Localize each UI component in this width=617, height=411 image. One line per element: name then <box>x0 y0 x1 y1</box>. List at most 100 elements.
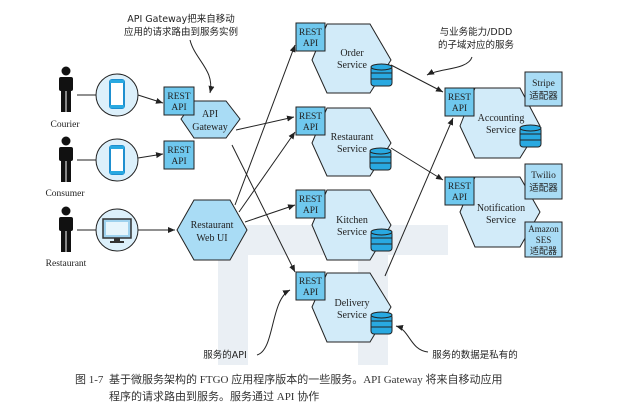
svg-text:Service: Service <box>337 227 368 238</box>
annotation-arrows <box>189 39 473 356</box>
svg-text:Service: Service <box>337 144 368 155</box>
svg-text:API: API <box>171 103 186 113</box>
svg-text:Amazon: Amazon <box>528 224 559 234</box>
actor-restaurant-icon <box>59 206 73 252</box>
svg-text:REST: REST <box>167 146 190 156</box>
svg-text:REST: REST <box>299 277 322 287</box>
monitor-icon <box>102 218 132 243</box>
svg-text:API: API <box>303 123 318 133</box>
rest-api-box <box>295 189 326 219</box>
svg-text:Web UI: Web UI <box>196 233 227 244</box>
svg-text:适配器: 适配器 <box>529 91 558 102</box>
restaurant-web-ui: Restaurant Web UI <box>176 199 248 261</box>
rest-api-box <box>295 106 326 136</box>
phone-icon <box>109 145 125 175</box>
connections <box>77 44 454 277</box>
link-delivery-accounting <box>384 117 454 277</box>
svg-text:Service: Service <box>486 125 517 136</box>
actor-courier-icon <box>59 66 73 112</box>
accounting-service: REST API Accounting Service Stripe 适配器 <box>444 71 563 159</box>
data-note: 服务的数据是私有的 <box>432 349 518 361</box>
svg-text:REST: REST <box>299 112 322 122</box>
ddd-note-arrow <box>426 56 473 76</box>
link-gw-delivery <box>231 144 296 273</box>
svg-text:Restaurant: Restaurant <box>191 220 234 231</box>
gateway-label-1: API <box>202 109 218 120</box>
actor-label-consumer: Consumer <box>45 189 85 199</box>
delivery-service: REST API Delivery Service <box>295 271 393 343</box>
svg-text:Service: Service <box>337 310 368 321</box>
svg-text:API: API <box>452 104 467 114</box>
link-consumer-rest <box>137 152 164 159</box>
svg-text:Order: Order <box>340 48 364 59</box>
database-icon <box>370 228 393 252</box>
caption-line-2: 程序的请求路由到服务。服务通过 API 协作 <box>109 391 320 403</box>
database-icon <box>519 124 542 148</box>
svg-text:SES: SES <box>536 235 552 245</box>
device-consumer <box>95 138 139 182</box>
gateway-note-line-1: API Gateway把来自移动 <box>127 13 235 25</box>
svg-text:REST: REST <box>448 182 471 192</box>
caption-line-1: 基于微服务架构的 FTGO 应用程序版本的一些服务。API Gateway 将来… <box>109 374 503 386</box>
svg-text:Accounting: Accounting <box>478 113 525 124</box>
rest-api-box <box>444 176 475 206</box>
rest-api-box <box>295 22 326 52</box>
gateway-rest-api-courier: REST API <box>163 86 195 116</box>
actor-label-restaurant: Restaurant <box>46 259 87 269</box>
database-icon <box>370 63 393 87</box>
svg-text:API: API <box>303 39 318 49</box>
kitchen-service: REST API Kitchen Service <box>295 189 393 261</box>
link-webui-restaurant <box>238 131 296 213</box>
device-restaurant <box>95 208 139 252</box>
actor-consumer-icon <box>59 136 73 182</box>
database-icon <box>370 311 393 335</box>
link-courier-rest <box>137 94 164 104</box>
link-order-accounting <box>390 64 444 93</box>
notification-service: REST API Notification Service Twilio 适配器… <box>444 163 563 258</box>
rest-api-box <box>444 87 475 117</box>
phone-icon <box>109 79 125 109</box>
svg-text:Stripe: Stripe <box>532 79 555 89</box>
svg-text:Delivery: Delivery <box>335 298 370 309</box>
actor-label-courier: Courier <box>50 120 80 130</box>
svg-text:Service: Service <box>337 60 368 71</box>
link-restaurant-notification <box>390 147 444 181</box>
link-gw-restaurant <box>235 115 295 131</box>
svg-text:API: API <box>303 206 318 216</box>
svg-text:REST: REST <box>299 195 322 205</box>
gateway-rest-api-consumer: REST API <box>163 140 195 170</box>
svg-text:适配器: 适配器 <box>530 246 557 256</box>
data-note-arrow <box>395 325 429 353</box>
svg-text:Service: Service <box>486 215 517 226</box>
svg-text:API: API <box>452 193 467 203</box>
link-webui-order <box>234 44 296 206</box>
ddd-note-line-1: 与业务能力/DDD <box>440 26 513 38</box>
figure-caption: 图 1-7 基于微服务架构的 FTGO 应用程序版本的一些服务。API Gatew… <box>75 372 575 406</box>
svg-text:REST: REST <box>299 28 322 38</box>
amazon-ses-adapter: Amazon SES 适配器 <box>524 221 563 258</box>
svg-text:Kitchen: Kitchen <box>336 215 368 226</box>
svg-text:API: API <box>303 288 318 298</box>
restaurant-service: REST API Restaurant Service <box>295 106 392 177</box>
figure-number: 图 1-7 <box>75 374 104 386</box>
svg-text:Twilio: Twilio <box>531 171 556 181</box>
database-icon <box>369 147 392 171</box>
ddd-note-line-2: 的子域对应的服务 <box>438 39 515 51</box>
link-webui-kitchen <box>244 204 296 223</box>
stripe-adapter: Stripe 适配器 <box>524 71 563 107</box>
svg-text:REST: REST <box>448 93 471 103</box>
api-note-arrow <box>256 289 291 356</box>
svg-text:适配器: 适配器 <box>529 183 558 194</box>
gateway-note-arrow <box>189 39 215 94</box>
gateway-note-line-2: 应用的请求路由到服务实例 <box>124 26 238 38</box>
twilio-adapter: Twilio 适配器 <box>524 163 563 200</box>
device-courier <box>95 73 139 117</box>
gateway-label-2: Gateway <box>192 122 228 133</box>
svg-text:REST: REST <box>167 92 190 102</box>
svg-text:Notification: Notification <box>477 203 525 214</box>
api-note: 服务的API <box>203 349 247 361</box>
svg-text:Restaurant: Restaurant <box>331 132 374 143</box>
order-service: REST API Order Service <box>295 22 393 94</box>
svg-text:API: API <box>171 157 186 167</box>
